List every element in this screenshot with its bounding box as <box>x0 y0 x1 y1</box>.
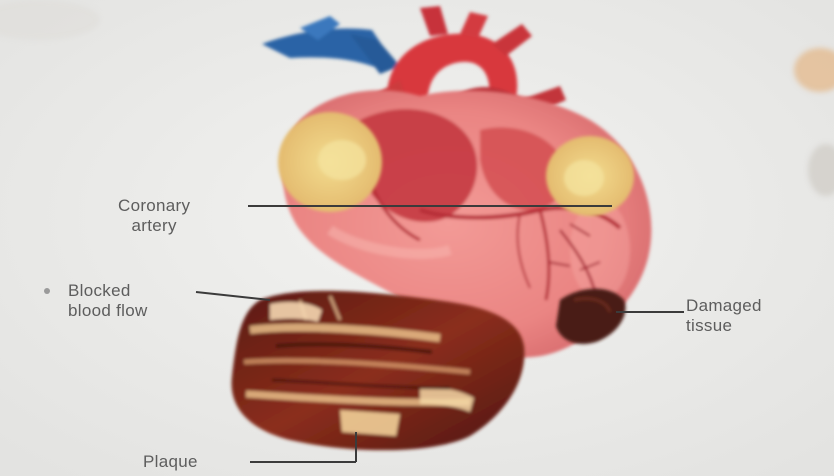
label-blocked-blood-flow-line1: Blocked <box>68 281 148 301</box>
label-coronary-artery: Coronary artery <box>118 196 190 236</box>
bullet-marker <box>44 288 50 294</box>
artery-cross-section <box>232 291 525 450</box>
label-damaged-tissue-line1: Damaged <box>686 296 762 316</box>
label-plaque: Plaque <box>143 452 198 472</box>
label-plaque-text: Plaque <box>143 452 198 472</box>
label-blocked-blood-flow: Blocked blood flow <box>68 281 148 321</box>
label-damaged-tissue-line2: tissue <box>686 316 762 336</box>
label-coronary-artery-line2: artery <box>118 216 190 236</box>
label-damaged-tissue: Damaged tissue <box>686 296 762 336</box>
label-coronary-artery-line1: Coronary <box>118 196 190 216</box>
label-blocked-blood-flow-line2: blood flow <box>68 301 148 321</box>
